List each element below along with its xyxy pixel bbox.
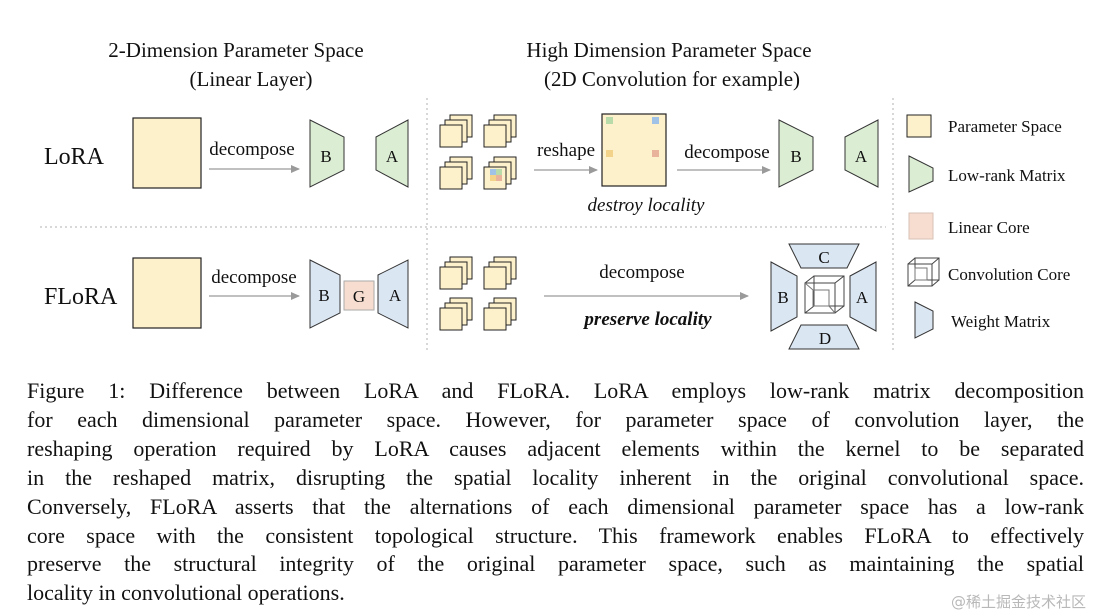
low-rank-matrix-b-2 [778,119,814,188]
low-rank-matrix-a-2 [844,119,879,188]
weight-matrix-b-4 [770,261,798,332]
legend-weight-matrix-swatch [914,301,934,339]
legend-low-rank-matrix-swatch [908,155,934,193]
figure-caption: Figure 1: Difference between LoRA and FL… [27,377,1084,608]
caption-line-1: Figure 1: Difference between LoRA and FL… [27,378,1084,403]
matrix-a-label-3: A [389,286,402,305]
op-reshape-label: reshape [537,140,595,161]
op-decompose-label: decompose [209,139,294,160]
legend-parameter-space-swatch [906,114,932,138]
matrix-b-label: B [320,147,331,166]
parameter-space-square [132,117,202,189]
weight-matrix-d [788,324,860,350]
legend-weight-matrix-label: Weight Matrix [951,312,1051,331]
weight-matrix-c [788,243,860,269]
weight-matrix-b [309,259,341,329]
kernel-stack-bottom [439,256,517,331]
watermark: @稀土掘金技术社区 [950,593,1086,611]
caption-line-3: reshaping operation required by LoRA cau… [27,435,1084,461]
matrix-b-label-4: B [777,288,788,307]
caption-line-5: Conversely, FLoRA asserts that the alter… [27,493,1084,519]
low-rank-matrix-b [309,119,345,188]
legend-linear-core-swatch [908,212,934,240]
caption-line-7: preserve the structural integrity of the… [27,551,1084,577]
right-header-line1: High Dimension Parameter Space [526,38,811,62]
row-label-flora: FLoRA [44,284,118,310]
legend-parameter-space-label: Parameter Space [948,117,1062,136]
preserve-locality-label: preserve locality [582,309,712,330]
matrix-a-label: A [386,147,399,166]
caption-line-4: in the reshaped matrix, disrupting the s… [27,464,1084,490]
kernel-stack-top [439,114,517,190]
matrix-c-label: C [818,248,829,267]
low-rank-matrix-a [375,119,409,188]
destroy-locality-label: destroy locality [588,195,706,216]
left-header-line2: (Linear Layer) [190,67,313,91]
matrix-a-label-2: A [855,147,868,166]
legend-linear-core-label: Linear Core [948,218,1030,237]
core-g-label: G [353,287,365,306]
figure-diagram: 2-Dimension Parameter Space (Linear Laye… [40,38,1070,352]
matrix-d-label: D [819,329,831,348]
matrix-a-label-4: A [856,288,869,307]
op-decompose-label-3: decompose [211,267,296,288]
linear-core-g [343,280,375,311]
colored-kernel-cells [490,169,502,181]
convolution-core-cube [804,275,845,314]
legend-low-rank-matrix-label: Low-rank Matrix [948,166,1066,185]
matrix-b-label-2: B [790,147,801,166]
left-header-line1: 2-Dimension Parameter Space [108,38,363,62]
legend-convolution-core-label: Convolution Core [948,265,1070,284]
op-decompose-label-4: decompose [599,262,684,283]
op-decompose-label-2: decompose [684,142,769,163]
legend-convolution-core-icon [907,257,940,287]
weight-matrix-a-4 [849,261,877,332]
right-header-line2: (2D Convolution for example) [544,67,800,91]
caption-line-6: core space with the consistent topologic… [27,522,1084,548]
caption-line-8: locality in convolutional operations. [27,580,345,606]
caption-line-2: for each dimensional parameter space. Ho… [27,406,1084,432]
parameter-space-square-2 [132,257,202,329]
scattered-cells [606,117,659,157]
row-label-lora: LoRA [44,144,105,170]
matrix-b-label-3: B [318,286,329,305]
weight-matrix-a [377,259,409,329]
